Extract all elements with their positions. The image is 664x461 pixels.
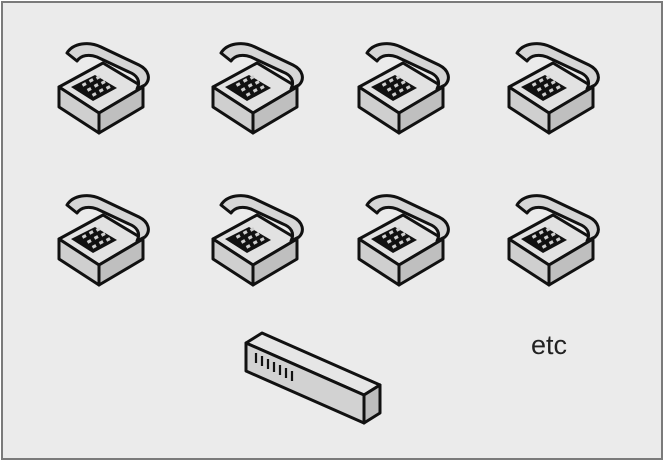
- telephone-icon: [51, 187, 161, 297]
- telephone-icon: [501, 35, 611, 145]
- telephone-icon: [205, 187, 315, 297]
- telephone-icon: [351, 35, 461, 145]
- telephone-icon: [351, 187, 461, 297]
- etc-label: etc: [531, 330, 567, 361]
- telephone-icon: [51, 35, 161, 145]
- telephone-icon: [205, 35, 315, 145]
- telephone-icon: [501, 187, 611, 297]
- network-switch-icon: [240, 325, 385, 435]
